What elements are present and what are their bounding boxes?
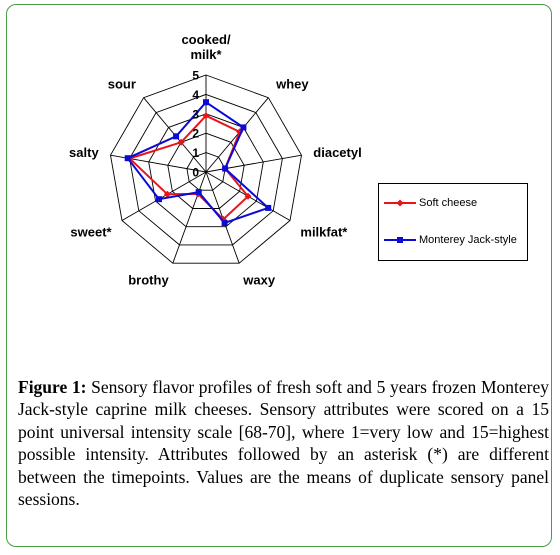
point-soft-cheese-6: [163, 190, 171, 198]
point-monterey-jack-style-4: [221, 220, 228, 226]
point-monterey-jack-style-2: [222, 165, 229, 172]
legend-swatch-soft-cheese: [384, 199, 416, 207]
axis-label-milkfat: milkfat*: [300, 225, 348, 240]
tick-label-5: 5: [192, 69, 199, 83]
legend-swatch-monterey-jack: [384, 237, 416, 243]
legend-label-soft-cheese: Soft cheese: [419, 197, 478, 209]
legend-item-soft-cheese: Soft cheese: [383, 197, 477, 209]
axis-label-sweet: sweet*: [70, 225, 112, 240]
legend-label-monterey-jack: Monterey Jack-style: [419, 234, 517, 246]
axis-label-salty: salty: [69, 145, 99, 160]
axis-label-line: milkfat*: [300, 225, 348, 240]
axis-label-line: waxy: [242, 272, 276, 287]
grid-spoke-5: [172, 171, 207, 264]
point-monterey-jack-style-8: [173, 133, 180, 140]
point-soft-cheese-0: [202, 112, 210, 120]
point-monterey-jack-style-5: [195, 189, 202, 196]
axis-label-line: cooked/: [181, 32, 231, 47]
point-monterey-jack-style-3: [265, 204, 272, 211]
figure-caption: Figure 1: Sensory flavor profiles of fre…: [18, 376, 549, 510]
axis-label-sour: sour: [108, 77, 136, 92]
axis-label-diacetyl: diacetyl: [313, 145, 361, 160]
grid-ring-1: [186, 152, 226, 191]
caption-figure-label: Figure 1:: [18, 377, 87, 397]
grid-spoke-6: [121, 171, 207, 221]
grid-ring-5: [110, 74, 302, 264]
point-soft-cheese-8: [177, 138, 185, 146]
radar-series: [124, 99, 272, 226]
point-monterey-jack-style-6: [156, 196, 162, 203]
axis-label-whey: whey: [275, 77, 309, 92]
axis-label-line: diacetyl: [313, 145, 361, 160]
axis-label-cooked-milk: cooked/milk*: [181, 32, 231, 62]
series-line-monterey-jack-style: [126, 100, 271, 225]
axis-label-line: sour: [108, 77, 136, 92]
grid-ring-2: [167, 132, 245, 209]
tick-label-2: 2: [192, 127, 199, 141]
axis-label-line: whey: [275, 77, 309, 92]
axis-label-line: brothy: [128, 272, 169, 287]
radar-chart: 0 1 2 3 4 5 cooked/milk* whey diacetyl milkfat* wa…: [69, 32, 362, 287]
point-monterey-jack-style-0: [203, 99, 209, 106]
grid-spoke-1: [205, 97, 269, 173]
tick-label-4: 4: [192, 88, 199, 102]
axis-label-waxy: waxy: [242, 272, 276, 287]
point-monterey-jack-style-7: [124, 155, 131, 162]
axis-label-line: milk*: [190, 47, 222, 62]
tick-label-3: 3: [192, 107, 199, 121]
caption-text: Sensory flavor profiles of fresh soft an…: [18, 377, 549, 510]
point-monterey-jack-style-1: [240, 124, 247, 131]
axis-label-line: salty: [69, 145, 99, 160]
axis-label-brothy: brothy: [128, 272, 169, 287]
radar-labels: 0 1 2 3 4 5 cooked/milk* whey diacetyl milkfat* wa…: [69, 32, 362, 287]
tick-label-1: 1: [192, 146, 199, 160]
tick-label-0: 0: [192, 166, 199, 180]
legend-item-monterey-jack: Monterey Jack-style: [383, 234, 517, 246]
legend: Soft cheese Monterey Jack-style: [378, 183, 528, 261]
grid-ring-4: [129, 93, 283, 246]
grid-spoke-2: [205, 154, 302, 173]
figure-frame: [6, 4, 552, 547]
axis-label-line: sweet*: [70, 225, 112, 240]
point-soft-cheese-3: [244, 192, 252, 200]
